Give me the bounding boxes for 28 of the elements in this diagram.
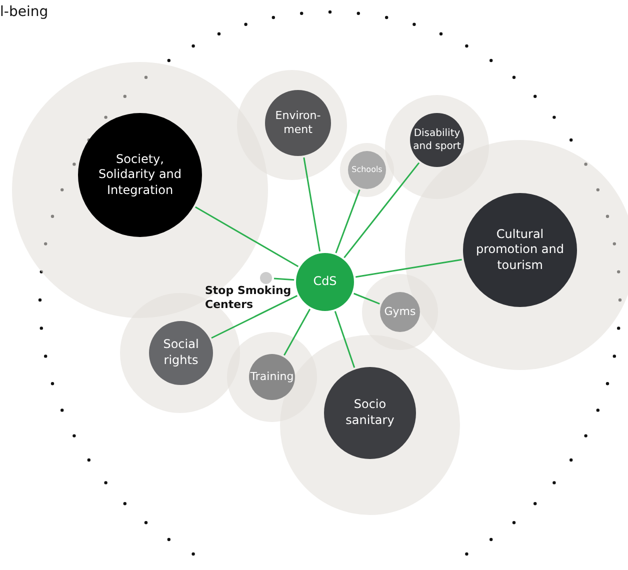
connector-line — [274, 278, 294, 281]
topic-circle — [348, 151, 386, 189]
hub-circle — [296, 253, 354, 311]
connector-line — [344, 162, 420, 258]
node-caption: Stop Smoking Centers — [205, 284, 292, 312]
node-label: Training — [249, 370, 295, 384]
node-label: CdS — [312, 274, 338, 290]
connector-line — [355, 258, 462, 278]
node-label: Social rights — [162, 337, 200, 369]
node-label: Cultural promotion and tourism — [475, 226, 565, 274]
node-label: Disability and sport — [412, 127, 462, 153]
node-label: Environ- ment — [274, 108, 322, 138]
topic-circle — [410, 113, 464, 167]
node-label: Schools — [350, 164, 384, 176]
connector-line — [335, 189, 360, 254]
connector-line — [354, 292, 380, 304]
node-label: Socio sanitary — [344, 397, 396, 429]
heading-fragment: l-being — [0, 4, 48, 20]
dot-marker — [260, 272, 272, 284]
node-label: Society, Solidarity and Integration — [97, 152, 183, 198]
connector-line — [334, 311, 356, 368]
connector-line — [195, 206, 299, 268]
connector-line — [211, 295, 298, 339]
topic-circle — [380, 292, 420, 332]
node-label: Gyms — [383, 304, 417, 320]
topic-circle — [249, 354, 295, 400]
connector-line — [303, 157, 321, 252]
connector-line — [284, 308, 311, 356]
